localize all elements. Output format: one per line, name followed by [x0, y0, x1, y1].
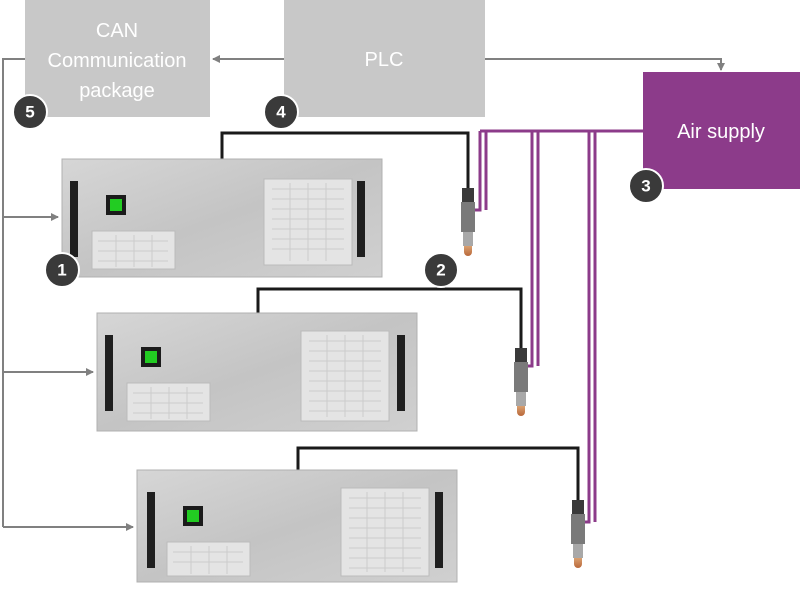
air-lines [475, 129, 643, 524]
can-label-line-2: Communication [48, 50, 187, 72]
marker-1: 1 [44, 252, 80, 288]
marker-1-label: 1 [57, 261, 66, 280]
marker-4: 4 [263, 94, 299, 130]
can-label-line-3: package [79, 80, 155, 102]
marker-5: 5 [12, 94, 48, 130]
can-label-line-1: CAN [96, 20, 138, 42]
can-bus-lines [2, 58, 134, 531]
generator-unit-1 [61, 158, 383, 278]
can-communication-package-box: CAN Communication package [25, 0, 210, 117]
torch-icon [461, 188, 475, 256]
marker-2: 2 [423, 252, 459, 288]
plc-box: PLC [284, 0, 485, 117]
plc-to-air-supply-arrow [485, 58, 725, 71]
generator-unit-3 [136, 469, 458, 583]
marker-4-label: 4 [276, 103, 286, 122]
marker-3: 3 [628, 168, 664, 204]
torch-icon [514, 348, 528, 416]
marker-2-label: 2 [436, 261, 445, 280]
marker-5-label: 5 [25, 103, 34, 122]
air-supply-label: Air supply [677, 121, 765, 143]
torch-cables [220, 131, 580, 500]
torch-icon [571, 500, 585, 568]
marker-3-label: 3 [641, 177, 650, 196]
generator-unit-2 [96, 312, 418, 432]
air-supply-box: Air supply [643, 72, 800, 189]
plc-label: PLC [365, 49, 404, 71]
